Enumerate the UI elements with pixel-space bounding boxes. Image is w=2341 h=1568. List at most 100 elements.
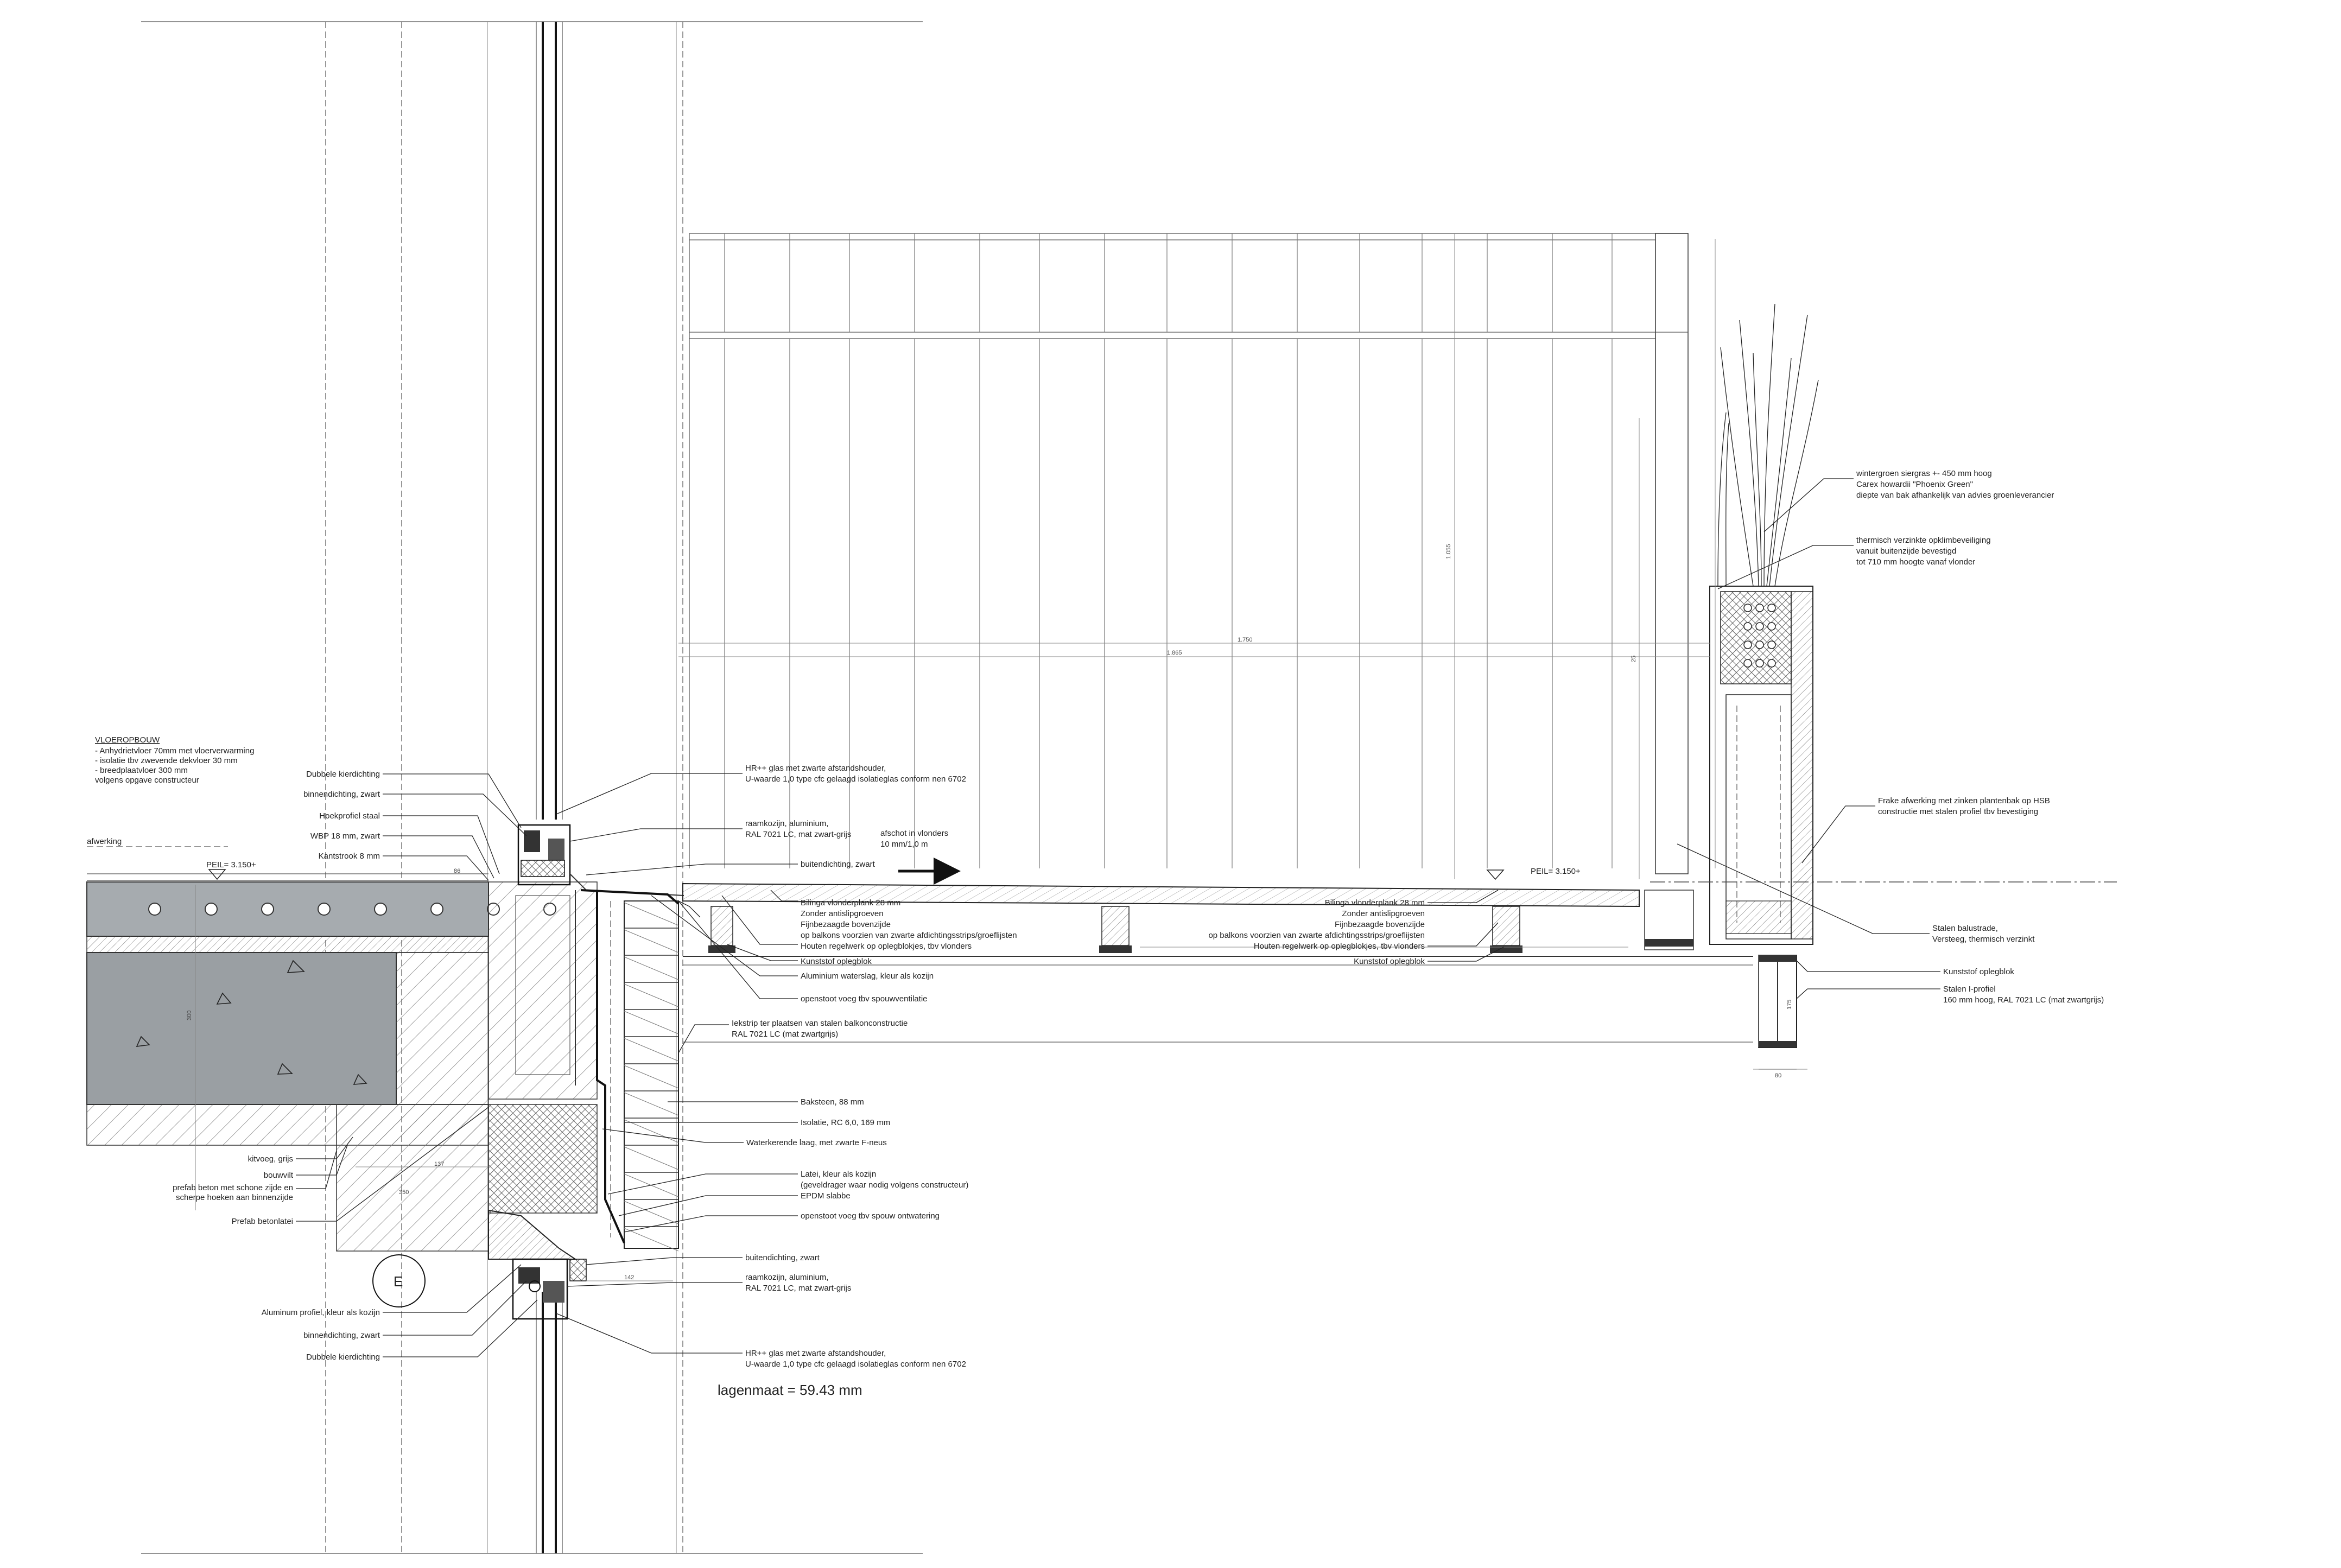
label-latei: Latei, kleur als kozijn <box>801 1170 876 1179</box>
peil-left-label: PEIL= 3.150+ <box>206 860 256 869</box>
label-kitvoeg: kitvoeg, grijs <box>248 1154 293 1164</box>
planter-perforation <box>1755 640 1764 649</box>
label-fijnbezaagd-right: Fijnbezaagde bovenzijde <box>1335 920 1425 929</box>
label-waterkerende-laag: Waterkerende laag, met zwarte F-neus <box>746 1138 887 1147</box>
planter-perforation <box>1767 640 1776 649</box>
mid-leaders <box>556 773 798 1354</box>
label-regelwerk-right: Houten regelwerk op oplegblokjes, tbv vl… <box>1254 942 1425 951</box>
label-aluminum-profiel: Aluminum profiel, kleur als kozijn <box>262 1308 380 1317</box>
label-iekstrip-2: RAL 7021 LC (mat zwartgrijs) <box>732 1030 838 1039</box>
label-guard-3: tot 710 mm hoogte vanaf vlonder <box>1856 557 1975 567</box>
balustrade-elevation <box>689 233 1689 874</box>
label-trim-2: constructie met stalen profiel tbv beves… <box>1878 807 2038 816</box>
label-oplegblok-left: Kunststof oplegblok <box>801 957 872 966</box>
label-kantstrook: Kantstrook 8 mm <box>319 852 380 861</box>
prefab-lintel <box>336 881 598 1260</box>
label-prefab-beton-2: scherpe hoeken aan binnenzijde <box>176 1193 293 1202</box>
dim-1750: 1.750 <box>1238 637 1253 643</box>
right-labels: wintergroen siergras +- 450 mm hoog Care… <box>1856 469 2104 1005</box>
label-glass-bottom-1: HR++ glas met zwarte afstandshouder, <box>745 1349 886 1358</box>
label-trim-1: Frake afwerking met zinken plantenbak op… <box>1878 796 2050 805</box>
label-oplegblok-right: Kunststof oplegblok <box>1354 957 1425 966</box>
label-frame-top-2: RAL 7021 LC, mat zwart-grijs <box>745 830 851 839</box>
planter-section <box>1709 586 1813 1070</box>
label-bilinga-left: Bilinga vlonderplank 28 mm <box>801 898 900 907</box>
window-frame-bottom <box>512 1258 587 1320</box>
planter-perforation <box>1755 622 1764 631</box>
label-binnendichting-bottom: binnendichting, zwart <box>303 1331 380 1340</box>
label-prefab-beton-1: prefab beton met schone zijde en <box>173 1183 293 1192</box>
dim-25: 25 <box>1631 656 1637 662</box>
planter-perforation <box>1767 604 1776 612</box>
deck-floor <box>682 883 1753 1043</box>
dim-86: 86 <box>454 868 460 874</box>
label-geveldrager: (geveldrager waar nodig volgens construc… <box>801 1180 968 1190</box>
label-dubbele-kierdichting-bottom: Dubbele kierdichting <box>306 1353 380 1362</box>
brick-hatch <box>624 1092 679 1116</box>
floor-line-2: - isolatie tbv zwevende dekvloer 30 mm <box>95 756 238 765</box>
label-frame-bottom-1: raamkozijn, aluminium, <box>745 1273 828 1282</box>
water-slab <box>580 889 680 905</box>
interior-wall-lines <box>325 22 683 1553</box>
afwerking-label: afwerking <box>87 837 122 846</box>
planter-perforation <box>1755 604 1764 612</box>
brick-hatch <box>624 1119 679 1143</box>
label-openstoot-top: openstoot voeg tbv spouwventilatie <box>801 994 928 1004</box>
planter-perforation <box>1743 640 1752 649</box>
label-grass-2: Carex howardii "Phoenix Green" <box>1856 480 1973 489</box>
brick-hatch <box>624 1228 679 1252</box>
brick-hatch <box>624 956 679 980</box>
planter-perforation <box>1767 622 1776 631</box>
label-glass-top-1: HR++ glas met zwarte afstandshouder, <box>745 764 886 773</box>
label-bilinga-right: Bilinga vlonderplank 28 mm <box>1325 898 1425 907</box>
brick-hatch <box>624 1011 679 1034</box>
label-openstoot-bottom: openstoot voeg tbv spouw ontwatering <box>801 1211 940 1221</box>
floor-line-3: - breedplaatvloer 300 mm <box>95 766 188 775</box>
brick-hatch <box>624 1065 679 1089</box>
label-afdichting-right: op balkons voorzien van zwarte afdichtin… <box>1208 931 1425 940</box>
left-labels: Dubbele kierdichting binnendichting, zwa… <box>173 770 380 1362</box>
planter-perforation <box>1755 659 1764 668</box>
label-balustrade-2: Versteeg, thermisch verzinkt <box>1932 935 2035 944</box>
brick-hatch <box>624 929 679 953</box>
dim-137: 137 <box>434 1161 444 1167</box>
peil-right-label: PEIL= 3.150+ <box>1531 867 1581 876</box>
floor-line-1: - Anhydrietvloer 70mm met vloerverwarmin… <box>95 746 254 756</box>
brick-wall <box>575 890 701 1252</box>
dim-175: 175 <box>1786 1000 1793 1010</box>
label-baksteen: Baksteen, 88 mm <box>801 1097 864 1107</box>
label-glass-top-2: U-waarde 1,0 type cfc gelaagd isolatiegl… <box>745 775 966 784</box>
dim-142: 142 <box>624 1274 634 1281</box>
label-wbp: WBP 18 mm, zwart <box>310 831 380 841</box>
label-hoekprofiel: Hoekprofiel staal <box>319 811 380 821</box>
deck-right-leaders <box>1428 890 1504 962</box>
floor-line-4: volgens opgave constructeur <box>95 776 199 785</box>
label-support: Kunststof oplegblok <box>1943 967 2014 976</box>
label-grass-3: diepte van bak afhankelijk van advies gr… <box>1856 491 2054 500</box>
label-antislip-right: Zonder antislipgroeven <box>1342 909 1425 918</box>
slab-hole <box>205 903 218 916</box>
right-leaders <box>1677 478 1940 999</box>
label-afdichting-left: op balkons voorzien van zwarte afdichtin… <box>801 931 1017 940</box>
planter-perforation <box>1743 604 1752 612</box>
label-dubbele-kierdichting-top: Dubbele kierdichting <box>306 770 380 779</box>
label-waterslag: Aluminium waterslag, kleur als kozijn <box>801 972 934 981</box>
label-binnendichting-top: binnendichting, zwart <box>303 790 380 799</box>
level-marker-right: PEIL= 3.150+ <box>1486 867 1581 880</box>
slab-hole <box>318 903 331 916</box>
brick-hatch <box>624 1201 679 1224</box>
planter-perforation <box>1767 659 1776 668</box>
scale-note: lagenmaat = 59.43 mm <box>718 1382 862 1398</box>
dim-1055: 1.055 <box>1445 544 1452 559</box>
floor-build-up-title: VLOEROPBOUW <box>95 735 160 745</box>
planter-perforation <box>1743 622 1752 631</box>
label-grass-1: wintergroen siergras +- 450 mm hoog <box>1856 469 1992 478</box>
slab-hole <box>430 903 443 916</box>
dim-1865: 1.865 <box>1167 650 1182 656</box>
grass-plant <box>1717 303 1819 587</box>
label-balustrade-1: Stalen balustrade, <box>1932 924 1998 933</box>
mid-labels: HR++ glas met zwarte afstandshouder, U-w… <box>718 764 1017 1398</box>
dim-350: 350 <box>399 1189 409 1196</box>
floor-slab <box>86 846 556 1146</box>
slab-hole <box>148 903 161 916</box>
